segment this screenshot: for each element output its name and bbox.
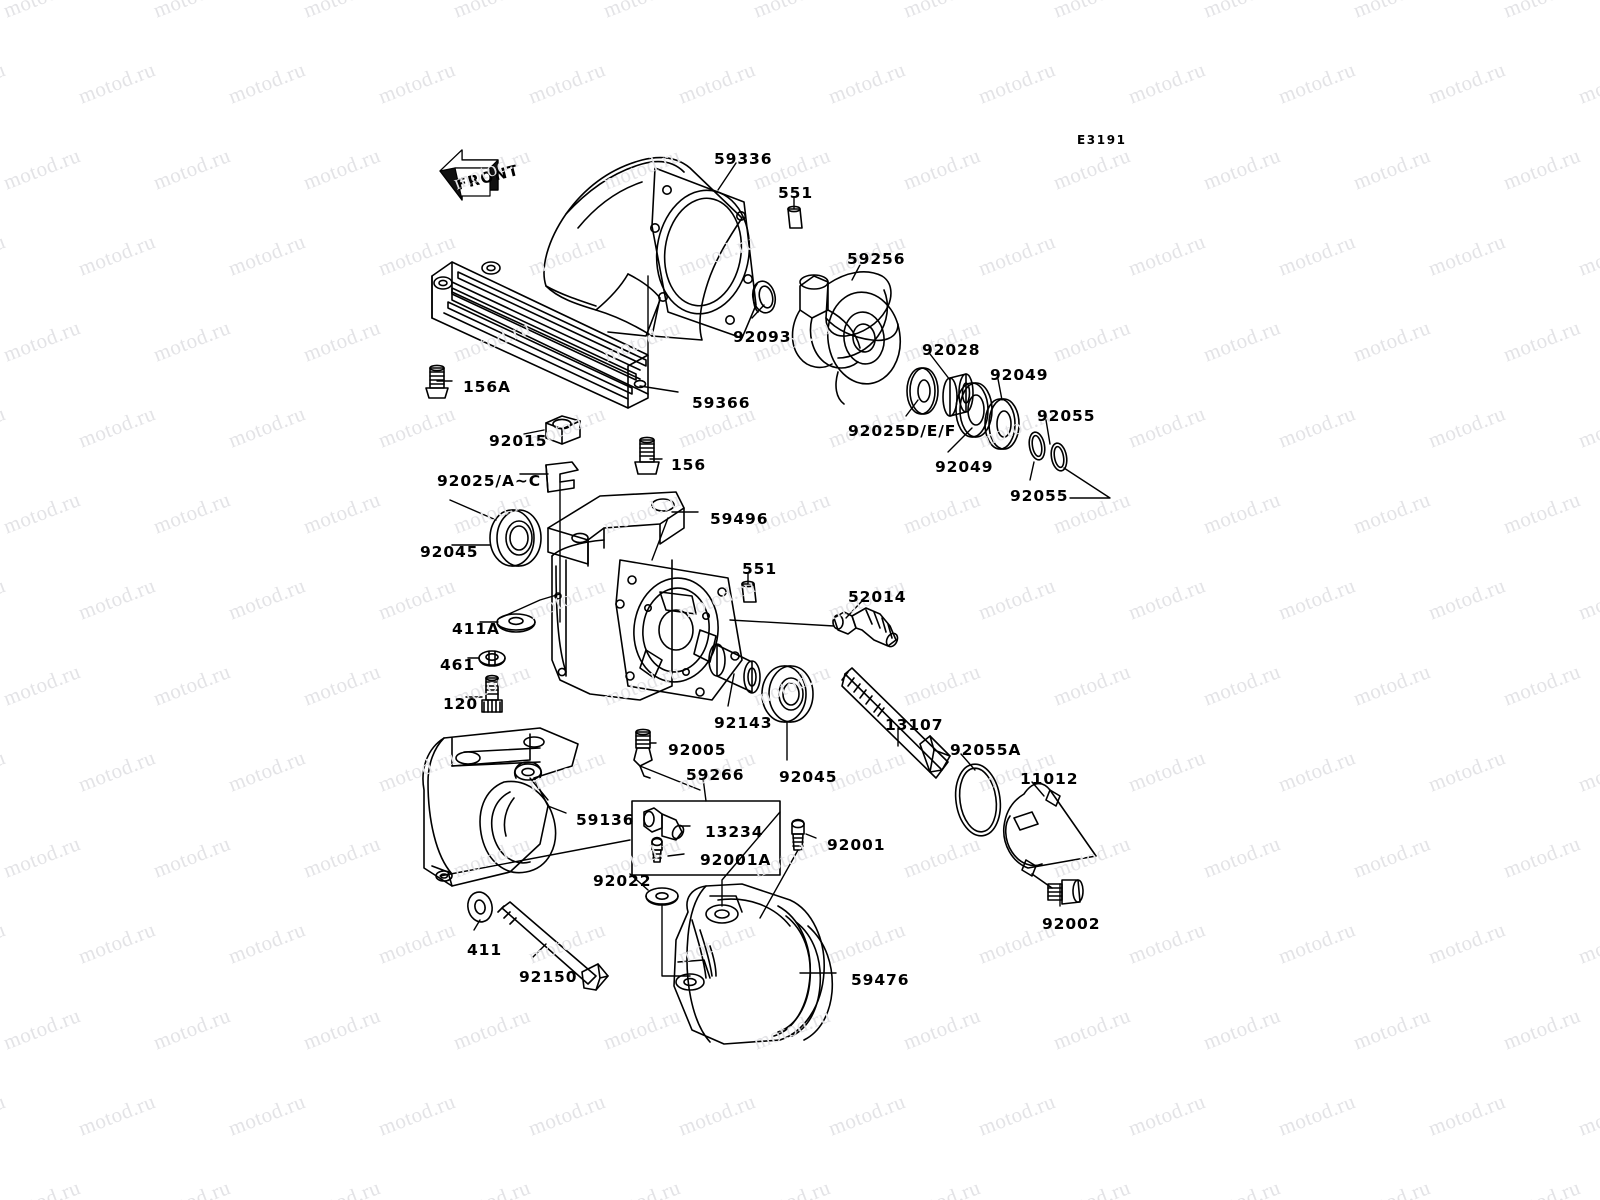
part-label-o-ring-92055-lower: 92055 [1010, 487, 1069, 505]
part-label-fitting-kit-59266: 59266 [686, 766, 745, 784]
part-label-bearing-92045-lower: 92045 [779, 768, 838, 786]
part-label-washer-92022: 92022 [593, 872, 652, 890]
part-label-intake-duct-housing: 59336 [714, 150, 773, 168]
part-label-washer-411a: 411A [452, 620, 500, 638]
part-92055-o-ring-b [1050, 442, 1068, 472]
part-92150-bolt [497, 901, 609, 991]
part-label-nut-92015: 92015 [489, 432, 548, 450]
part-59496-bearing-housing [547, 491, 743, 701]
part-label-oil-seal-92049-upper: 92049 [990, 366, 1049, 384]
part-label-dowel-pin-lower: 551 [742, 560, 778, 578]
part-92049-seal-b [984, 398, 1020, 450]
part-label-nipple-92001: 92001 [827, 836, 886, 854]
part-label-o-ring-92055a: 92055A [950, 741, 1022, 759]
part-label-oil-seal: 92093 [733, 328, 792, 346]
part-92045-bearing-upper [489, 509, 542, 567]
part-92093-oil-seal [751, 280, 777, 314]
part-156a-bolt [425, 364, 449, 399]
part-label-intake-grate-plate: 59366 [692, 394, 751, 412]
part-13107-drive-shaft [841, 667, 951, 779]
part-label-nipple-92001a: 92001A [700, 851, 772, 869]
part-label-o-ring-92055-upper: 92055 [1037, 407, 1096, 425]
part-92028-bushing [942, 373, 974, 417]
part-92025def-shim [906, 367, 939, 415]
part-156-bolt [634, 436, 660, 475]
part-label-cap-11012: 11012 [1020, 770, 1079, 788]
part-label-pump-outlet-cone: 59136 [576, 811, 635, 829]
part-label-collar-92143: 92143 [714, 714, 773, 732]
part-label-bushing-92028: 92028 [922, 341, 981, 359]
part-label-bolt-156a: 156A [463, 378, 511, 396]
part-92002-bolt [1047, 879, 1084, 905]
part-label-shim-set-92025def: 92025D/E/F [848, 422, 957, 440]
part-52014-elbow-fitting [832, 607, 899, 648]
part-label-elbow-fitting-52014: 52014 [848, 588, 907, 606]
part-92143-collar [708, 643, 761, 694]
part-label-grease-fitting-92005: 92005 [668, 741, 727, 759]
part-label-bolt-156: 156 [671, 456, 707, 474]
part-label-bolt-92150: 92150 [519, 968, 578, 986]
part-92005-grease-fitting [633, 728, 653, 779]
part-label-lock-washer-461: 461 [440, 656, 476, 674]
part-59476-steering-nozzle [673, 883, 834, 1045]
part-59366-intake-grate [431, 261, 649, 409]
part-120-bolt [481, 674, 503, 713]
part-label-drive-shaft: 13107 [885, 716, 944, 734]
part-label-steering-nozzle: 59476 [851, 971, 910, 989]
part-label-elbow-13234: 13234 [705, 823, 764, 841]
diagram-reference-code: E3191 [1077, 133, 1127, 147]
part-label-bolt-120: 120 [443, 695, 479, 713]
part-label-bearing-92045-upper: 92045 [420, 543, 479, 561]
part-label-impeller: 59256 [847, 250, 906, 268]
leader-lines [436, 162, 1111, 977]
part-92049-seal-a [955, 382, 993, 438]
part-label-washer-411: 411 [467, 941, 503, 959]
part-label-dowel-pin-upper: 551 [778, 184, 814, 202]
part-92001-nipple [791, 818, 805, 851]
part-59256-impeller [791, 271, 902, 405]
part-411-washer [467, 891, 493, 923]
part-label-pump-bearing-housing: 59496 [710, 510, 769, 528]
part-92015-nut [545, 415, 581, 445]
part-92055-o-ring-a [1028, 431, 1046, 461]
part-label-bolt-92002: 92002 [1042, 915, 1101, 933]
part-label-oil-seal-92049-lower: 92049 [935, 458, 994, 476]
part-label-shim-set-92025: 92025/A~C [437, 472, 542, 490]
part-59336-intake-duct [543, 156, 757, 341]
